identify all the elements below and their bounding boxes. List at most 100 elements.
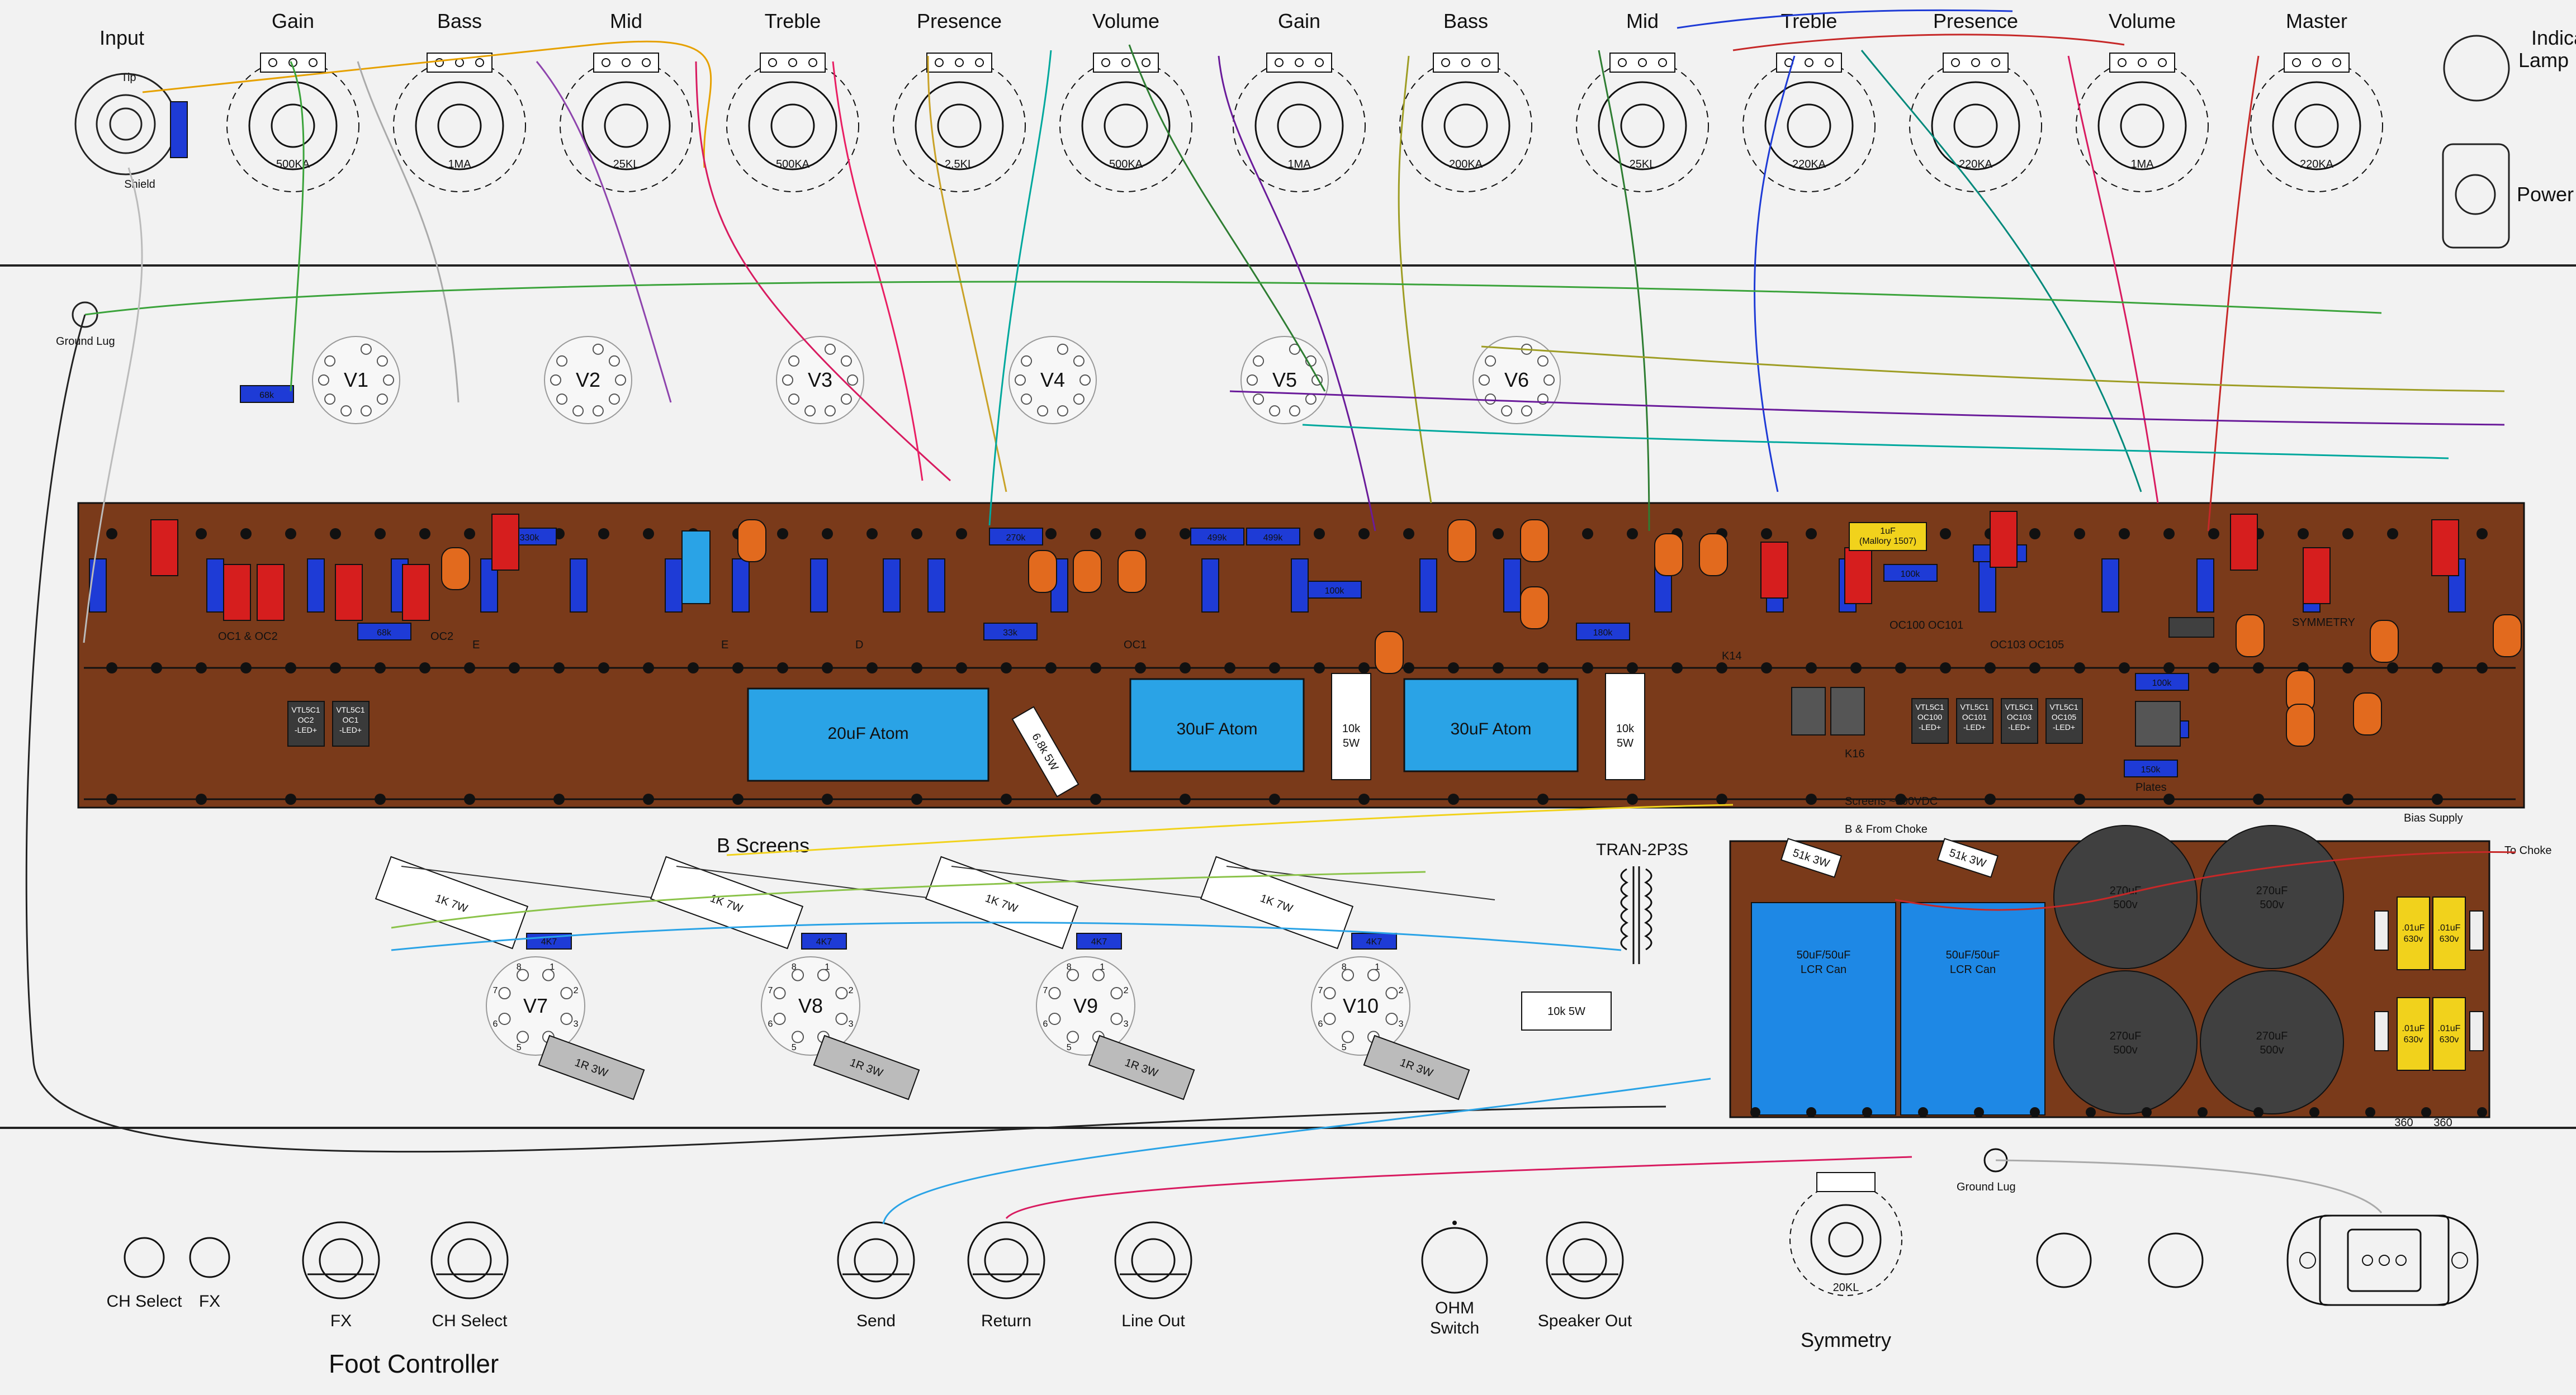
- svg-text:7: 7: [1318, 986, 1323, 995]
- pot-value-label: 220KA: [1959, 158, 1993, 170]
- svg-text:8: 8: [1342, 962, 1347, 972]
- svg-text:Line Out: Line Out: [1121, 1312, 1185, 1330]
- board-label: K14: [1722, 650, 1742, 662]
- svg-text:VTL5C1: VTL5C1: [291, 705, 320, 714]
- tube-socket-v5: V5: [1240, 336, 1329, 424]
- svg-text:630v: 630v: [2440, 1035, 2459, 1045]
- resistor-blue: [1503, 558, 1521, 613]
- grid-resistor: [1076, 933, 1122, 950]
- svg-text:1: 1: [550, 962, 555, 972]
- capacitor-orange: [2493, 614, 2522, 657]
- jack-ch-select[interactable]: CH Select: [430, 1221, 509, 1330]
- input-jack[interactable]: Input Tip Shield: [74, 26, 188, 191]
- board-label: OC100 OC101: [1890, 619, 1963, 632]
- resistor-blue: [1419, 558, 1437, 613]
- jack-fx[interactable]: FX: [302, 1221, 380, 1330]
- input-label: Input: [100, 26, 144, 49]
- jack-speaker-out[interactable]: Speaker Out: [1538, 1221, 1632, 1330]
- jack-ch-select[interactable]: CH Select: [106, 1237, 182, 1311]
- svg-text:4K7: 4K7: [1366, 937, 1382, 947]
- pot-value-label: 25KL: [1630, 158, 1656, 170]
- atom-cap-1: 20uF Atom: [747, 687, 989, 782]
- svg-text:360: 360: [2394, 1117, 2413, 1129]
- svg-text:Return: Return: [981, 1312, 1031, 1330]
- pot-name-label: Mid: [610, 10, 642, 32]
- ic-chip: [2135, 701, 2181, 747]
- indicator-lamp[interactable]: IndicatorLamp: [2443, 26, 2576, 102]
- svg-text:OC2: OC2: [298, 715, 314, 724]
- svg-text:1: 1: [1375, 962, 1380, 972]
- svg-text:OC1: OC1: [343, 715, 359, 724]
- svg-text:OC100: OC100: [1917, 713, 1943, 722]
- svg-text:8: 8: [1067, 962, 1072, 972]
- pot-name-label: Presence: [1933, 10, 2018, 32]
- jack-fx[interactable]: FX: [189, 1237, 230, 1311]
- resistor-blue: [2101, 558, 2119, 613]
- ground-lug-label: Ground Lug: [56, 335, 115, 348]
- pot-name-label: Master: [2286, 10, 2347, 32]
- resistor-blue-h: [1246, 528, 1300, 545]
- pot-name-label: Gain: [1278, 10, 1320, 32]
- shield-label: Shield: [124, 178, 155, 191]
- capacitor-orange: [1699, 533, 1728, 576]
- svg-text:6: 6: [768, 1019, 773, 1029]
- resistor-blue-h: [2124, 760, 2178, 777]
- pot-name-label: Volume: [1092, 10, 1159, 32]
- capacitor-orange: [441, 547, 470, 590]
- tube-label: V7: [523, 994, 548, 1017]
- svg-text:OC103: OC103: [2007, 713, 2032, 722]
- jack-send[interactable]: Send: [837, 1221, 915, 1330]
- svg-text:3: 3: [574, 1019, 579, 1029]
- svg-text:Switch: Switch: [1430, 1319, 1479, 1337]
- svg-text:30uF Atom: 30uF Atom: [1176, 720, 1257, 738]
- resistor-10k-5w-power: 10k 5W: [1521, 991, 1612, 1031]
- svg-text:5: 5: [1067, 1043, 1072, 1052]
- capacitor-orange: [2353, 692, 2382, 736]
- svg-text:-LED+: -LED+: [2008, 723, 2030, 732]
- symmetry-pot[interactable]: 20KL Symmetry: [1789, 1172, 1902, 1351]
- tube-socket-v2: V2: [544, 336, 632, 424]
- pot-presence-11[interactable]: Presence 220KA: [1909, 10, 2042, 192]
- svg-text:500v: 500v: [2260, 1044, 2284, 1056]
- svg-text:4K7: 4K7: [541, 937, 557, 947]
- svg-text:500v: 500v: [2260, 899, 2284, 911]
- jack-line-out[interactable]: Line Out: [1114, 1221, 1192, 1330]
- cathode-resistor: 1R 3W: [538, 1035, 645, 1100]
- svg-text:270uF: 270uF: [2256, 1030, 2288, 1042]
- mallory-cap: 1uF(Mallory 1507): [1849, 522, 1927, 551]
- resistor-blue: [732, 558, 750, 613]
- svg-text:3: 3: [1124, 1019, 1129, 1029]
- tube-socket-v1: V1: [312, 336, 400, 424]
- resistor-blue: [883, 558, 901, 613]
- board-label: OC1: [1124, 639, 1147, 651]
- svg-text:30uF Atom: 30uF Atom: [1450, 720, 1531, 738]
- board-label: Plates: [2135, 781, 2167, 794]
- capacitor-orange: [1073, 550, 1102, 593]
- capacitor-red: [150, 519, 178, 576]
- iec-power-inlet[interactable]: [2286, 1214, 2479, 1306]
- jack-return[interactable]: Return: [967, 1221, 1045, 1330]
- resistor-value: 68k: [259, 391, 274, 400]
- resistor-blue: [206, 558, 224, 613]
- power-switch[interactable]: Power: [2442, 143, 2574, 249]
- vactrol-parts: VTL5C1OC2-LED+VTL5C1OC1-LED+VTL5C1OC100-…: [287, 698, 2083, 747]
